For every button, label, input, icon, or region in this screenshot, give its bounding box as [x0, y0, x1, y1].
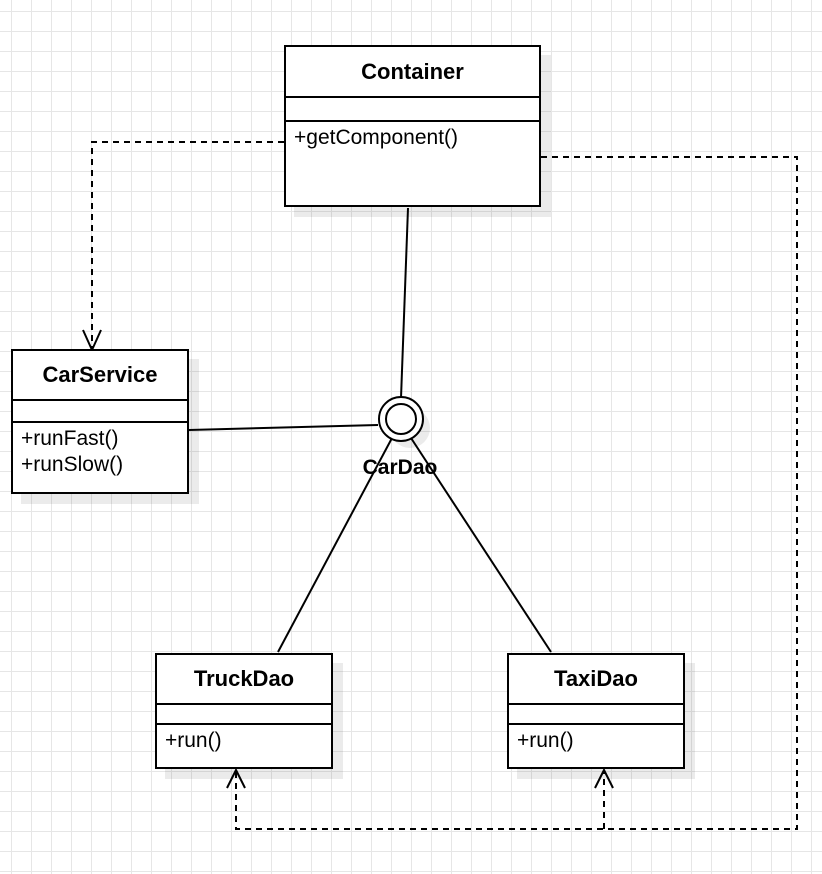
- class-container-name: Container: [286, 47, 539, 98]
- class-container[interactable]: Container +getComponent(): [284, 45, 541, 207]
- class-truckdao-attributes: [157, 705, 331, 725]
- operation-runslow: +runSlow(): [21, 453, 124, 476]
- truckdao-arrowhead: [226, 767, 246, 789]
- operation-run: +run(): [517, 729, 574, 752]
- container-to-carservice-dependency[interactable]: [91, 141, 284, 348]
- operation-getcomponent: +getComponent(): [294, 126, 459, 149]
- container-to-daos-dependency[interactable]: [235, 156, 798, 830]
- class-truckdao[interactable]: TruckDao +run(): [155, 653, 333, 769]
- interface-cardao-label: CarDao: [362, 456, 438, 479]
- class-taxidao-name: TaxiDao: [509, 655, 683, 705]
- cardao-interface-symbol[interactable]: [378, 396, 430, 448]
- class-container-attributes: [286, 98, 539, 122]
- truckdao-to-cardao-line[interactable]: [277, 437, 393, 653]
- class-carservice-name: CarService: [13, 351, 187, 401]
- operation-run: +run(): [165, 729, 222, 752]
- class-carservice-attributes: [13, 401, 187, 423]
- class-container-operations: +getComponent(): [286, 122, 539, 151]
- taxidao-arrowhead: [594, 767, 614, 789]
- taxidao-to-cardao-line[interactable]: [410, 437, 552, 653]
- class-truckdao-operations: +run(): [157, 725, 331, 754]
- carservice-to-cardao-line[interactable]: [188, 424, 379, 431]
- operation-runfast: +runFast(): [21, 427, 119, 450]
- class-carservice[interactable]: CarService +runFast() +runSlow(): [11, 349, 189, 494]
- class-taxidao-attributes: [509, 705, 683, 725]
- class-carservice-operations: +runFast() +runSlow(): [13, 423, 187, 478]
- class-truckdao-name: TruckDao: [157, 655, 331, 705]
- class-taxidao-operations: +run(): [509, 725, 683, 754]
- class-taxidao[interactable]: TaxiDao +run(): [507, 653, 685, 769]
- container-to-cardao-line[interactable]: [400, 207, 409, 399]
